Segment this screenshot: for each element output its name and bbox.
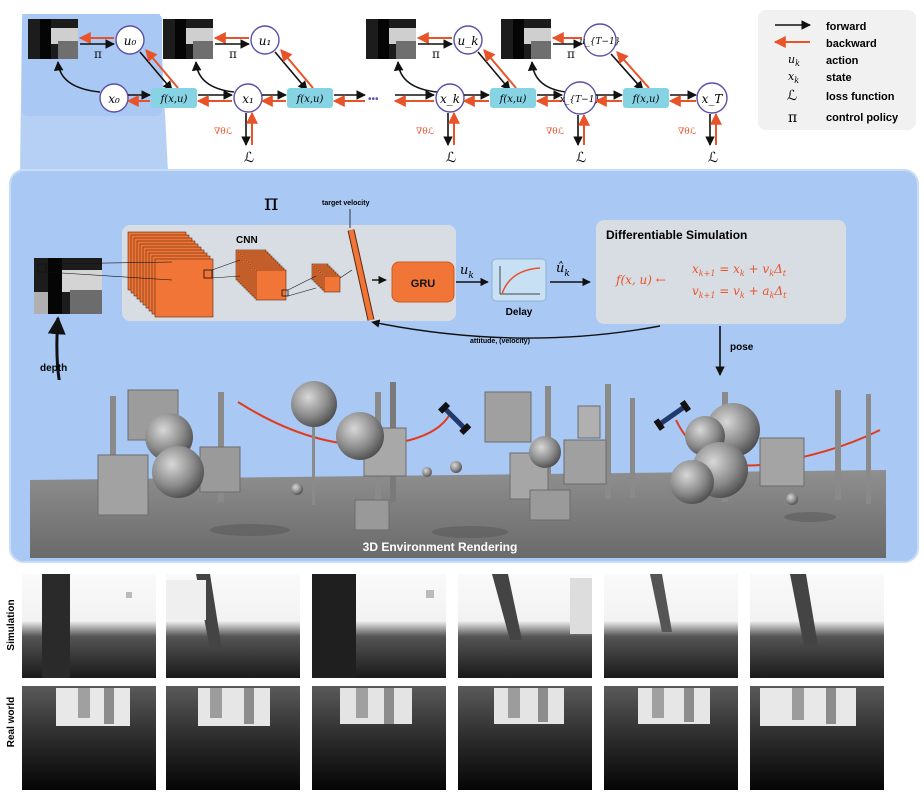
legend: forward backward uk action xk state ℒ lo… <box>758 10 916 130</box>
loss-branch: ∇θℒ ℒ <box>678 112 722 166</box>
state-node: x₁ <box>233 83 263 113</box>
gru-label: GRU <box>411 278 436 290</box>
delay-block: Delay <box>491 258 547 318</box>
svg-text:ℒ: ℒ <box>576 150 586 166</box>
action-node: u₁ <box>250 25 280 55</box>
legend-forward: forward <box>826 21 866 33</box>
state-node: x₀ <box>99 83 129 113</box>
ellipsis: ••• <box>368 94 379 105</box>
svg-text:x_{T−1}: x_{T−1} <box>560 95 600 105</box>
svg-text:π: π <box>788 110 797 126</box>
loss-branch: ∇θℒ ℒ <box>214 111 258 166</box>
cnn-layer-3 <box>311 263 341 293</box>
legend-state: state <box>826 72 852 84</box>
svg-text:f(x, u) ←: f(x, u) ← <box>615 273 666 287</box>
legend-policy: control policy <box>826 112 899 124</box>
policy-symbol: π <box>94 47 102 61</box>
row-label-real-world: Real world <box>6 697 17 748</box>
cnn-layer-1 <box>127 231 214 318</box>
depth-thumbnail <box>163 19 213 59</box>
depth-input-image <box>34 258 173 314</box>
real-depth-frame <box>458 686 592 790</box>
differentiable-simulation-box: Differentiable Simulation f(x, u) ← xk+1… <box>596 220 846 324</box>
svg-text:∇θℒ: ∇θℒ <box>214 127 233 137</box>
depth-thumbnail <box>501 19 551 59</box>
svg-text:u_{T−1}: u_{T−1} <box>579 37 620 47</box>
sim-depth-frame <box>166 574 300 678</box>
policy-symbol: π <box>567 47 575 61</box>
comparison-grid: Simulation Real world <box>6 574 884 790</box>
sim-title: Differentiable Simulation <box>606 228 747 242</box>
svg-text:ℒ: ℒ <box>787 88 797 104</box>
depth-label: depth <box>40 363 67 374</box>
cnn-layer-2 <box>235 249 287 301</box>
legend-backward: backward <box>826 38 877 50</box>
3d-environment-scene: 3D Environment Rendering <box>30 380 886 558</box>
state-node: x_k <box>435 83 465 113</box>
svg-text:vk+1 = vk + akΔt: vk+1 = vk + akΔt <box>692 284 787 300</box>
delay-label: Delay <box>506 307 533 318</box>
svg-text:ℒ: ℒ <box>244 150 254 166</box>
loss-branch: ∇θℒ ℒ <box>546 113 590 166</box>
action-node: u_{T−1} <box>579 23 621 57</box>
policy-symbol: π <box>229 47 237 61</box>
action-node: u₀ <box>115 25 145 55</box>
real-depth-frame <box>22 686 156 790</box>
svg-text:xk: xk <box>788 70 799 85</box>
svg-text:u₁: u₁ <box>259 34 272 48</box>
svg-text:x_T: x_T <box>702 92 724 106</box>
sim-depth-frame <box>750 574 884 678</box>
state-node: x_{T−1} <box>560 81 600 115</box>
svg-text:f(x,u): f(x,u) <box>499 94 527 105</box>
main-panel: π CNN target <box>9 169 919 563</box>
svg-text:u_k: u_k <box>458 34 479 48</box>
render-caption: 3D Environment Rendering <box>363 540 518 554</box>
real-depth-frame <box>750 686 884 790</box>
real-depth-frame <box>604 686 738 790</box>
policy-symbol: π <box>264 191 278 216</box>
sim-depth-frame <box>604 574 738 678</box>
svg-text:xk+1 = xk + vkΔt: xk+1 = xk + vkΔt <box>692 262 787 278</box>
target-velocity-label: target velocity <box>322 200 370 207</box>
legend-loss: loss function <box>826 91 895 103</box>
svg-text:f(x,u): f(x,u) <box>160 94 188 105</box>
real-depth-frame <box>312 686 446 790</box>
svg-text:ℒ: ℒ <box>446 150 456 166</box>
svg-text:u₀: u₀ <box>124 34 137 48</box>
pose-label: pose <box>730 342 754 353</box>
computation-chain: π π π π u₀ u₁ u_k u_{T−1} x₀ f(x,u) <box>20 14 728 172</box>
cnn-label: CNN <box>236 235 258 246</box>
real-depth-frame <box>166 686 300 790</box>
dynamics-box: f(x,u) <box>151 88 197 108</box>
svg-text:x_k: x_k <box>440 92 460 106</box>
policy-symbol: π <box>432 47 440 61</box>
dynamics-box: f(x,u) <box>623 88 669 108</box>
drone-icon <box>438 401 472 435</box>
action-node: u_k <box>453 25 483 55</box>
state-node: x_T <box>696 82 728 114</box>
loss-branch: ∇θℒ ℒ <box>416 111 460 166</box>
sim-depth-frame <box>458 574 592 678</box>
drone-icon <box>653 400 692 431</box>
svg-text:f(x,u): f(x,u) <box>296 94 324 105</box>
svg-text:ℒ: ℒ <box>708 150 718 166</box>
depth-thumbnail <box>28 19 78 59</box>
svg-text:∇θℒ: ∇θℒ <box>546 127 565 137</box>
sim-depth-frame <box>312 574 446 678</box>
svg-text:f(x,u): f(x,u) <box>632 94 660 105</box>
svg-text:x₁: x₁ <box>242 92 254 106</box>
row-label-simulation: Simulation <box>6 599 17 650</box>
depth-thumbnail <box>366 19 416 59</box>
svg-text:x₀: x₀ <box>108 92 120 106</box>
dynamics-box: f(x,u) <box>287 88 333 108</box>
legend-action: action <box>826 55 859 67</box>
sim-depth-frame <box>22 574 156 678</box>
feedback-label: attitude, (velocity) <box>470 338 530 345</box>
gru-block <box>391 261 455 303</box>
svg-text:∇θℒ: ∇θℒ <box>678 127 697 137</box>
svg-text:∇θℒ: ∇θℒ <box>416 127 435 137</box>
dynamics-box: f(x,u) <box>490 88 536 108</box>
